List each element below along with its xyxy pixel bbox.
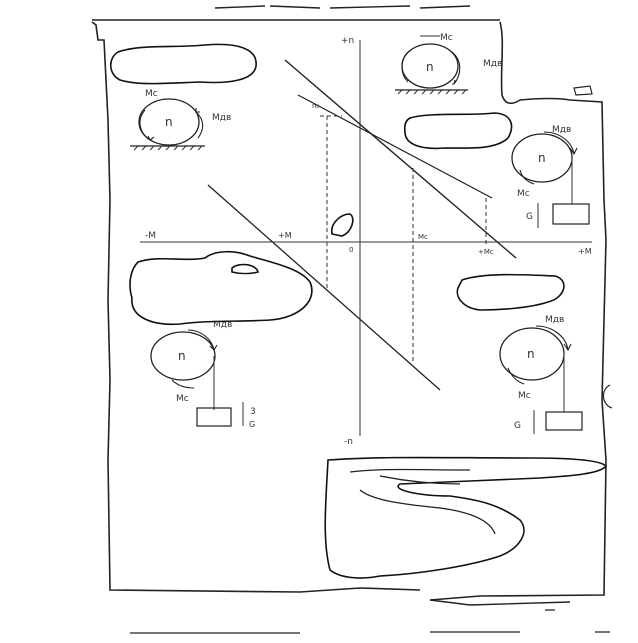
torque-mark-left: +M: [278, 231, 292, 240]
label-mdv: Mдв: [552, 125, 571, 135]
label-n: n: [538, 151, 546, 165]
label-g: G: [249, 420, 255, 429]
torque-axis: -M +M +M Mc +Mc n₀: [140, 102, 592, 256]
hoist-diagram-lower-left: Mдв Mc n G 3: [150, 320, 256, 429]
label-mc: Mc: [176, 394, 189, 404]
label-n: n: [165, 115, 173, 129]
origin-label: 0: [349, 246, 353, 254]
label-index: 3: [250, 407, 256, 417]
label-n: n: [178, 349, 186, 363]
label-g: G: [514, 421, 521, 431]
torque-mark-right: +Mc: [478, 248, 494, 256]
torque-mark-mid: Mc: [418, 233, 428, 241]
motor-diagram-top-right: Mc Mдв n: [395, 33, 502, 95]
label-mc: Mc: [440, 33, 453, 43]
label-n: n: [426, 60, 434, 74]
hoist-diagram-right-upper: Mдв Mc n G: [511, 125, 590, 228]
label-mc: Mc: [517, 189, 530, 199]
label-mc: Mc: [145, 89, 158, 99]
label-mdv: Mдв: [483, 59, 502, 69]
page-border: [91, 5, 613, 634]
label-mc: Mc: [518, 391, 531, 401]
label-mdv: Mдв: [212, 113, 231, 123]
projection-lines: [320, 115, 487, 362]
axis-label-plus-m: +M: [578, 247, 592, 256]
axis-label-plus-n: +n: [341, 36, 354, 46]
speed-axis: +n -n 0: [341, 36, 361, 447]
axis-label-minus-m: -M: [145, 231, 156, 241]
characteristic-lines: [207, 59, 517, 391]
ink-blots: [109, 43, 608, 579]
label-g: G: [526, 212, 533, 222]
label-n: n: [527, 347, 535, 361]
axis-label-minus-n: -n: [344, 437, 353, 447]
hoist-diagram-lower-right: Mдв Mc n G: [499, 315, 583, 434]
no-load-speed-label: n₀: [312, 102, 319, 110]
motor-diagram-top-left: Mc Mдв n: [130, 89, 231, 151]
label-mdv: Mдв: [545, 315, 564, 325]
label-mdv: Mдв: [213, 320, 232, 330]
